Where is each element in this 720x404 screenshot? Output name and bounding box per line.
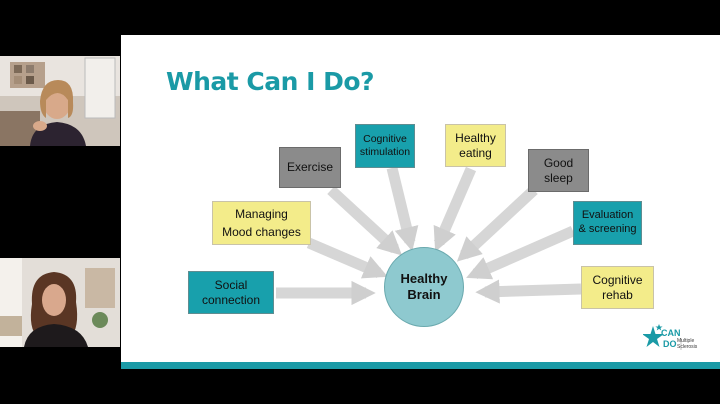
logo-brand-top: CAN xyxy=(661,328,681,338)
can-do-ms-logo: CAN DO xyxy=(643,324,682,350)
slide-title: What Can I Do? xyxy=(166,67,375,96)
node-good-sleep: Good sleep xyxy=(528,149,589,192)
participant-video-tile-1[interactable] xyxy=(0,56,120,146)
arrow-managing-mood xyxy=(306,237,388,279)
node-managing-mood: Managing Mood changes xyxy=(212,201,311,245)
participant-video-icon xyxy=(0,258,120,347)
participant-video-tile-2[interactable] xyxy=(0,258,120,347)
participant-video-icon xyxy=(0,56,120,146)
arrow-cognitive-stimulation xyxy=(386,166,419,252)
node-cognitive-rehab: Cognitive rehab xyxy=(581,266,654,309)
arrow-good-sleep xyxy=(456,185,538,262)
node-healthy-eating: Healthy eating xyxy=(445,124,506,167)
presentation-slide: What Can I Do? Exercise Cognitive stimul… xyxy=(121,35,720,369)
node-exercise: Exercise xyxy=(279,147,341,188)
arrow-cognitive-rehab xyxy=(475,279,582,304)
star-icon xyxy=(643,326,664,347)
logo-subtitle: Multiple Sclerosis xyxy=(677,338,698,350)
arrow-exercise xyxy=(327,185,403,256)
node-evaluation-screening: Evaluation & screening xyxy=(573,201,642,245)
logo-brand-bottom: DO xyxy=(663,339,677,349)
arrow-connectors xyxy=(276,166,582,306)
slide-bottom-bar xyxy=(121,362,720,369)
arrow-healthy-eating xyxy=(433,166,477,252)
arrow-evaluation-screening xyxy=(466,225,576,280)
node-social-connection: Social connection xyxy=(188,271,274,314)
hub-healthy-brain: Healthy Brain xyxy=(384,247,464,327)
node-cognitive-stimulation: Cognitive stimulation xyxy=(355,124,415,168)
